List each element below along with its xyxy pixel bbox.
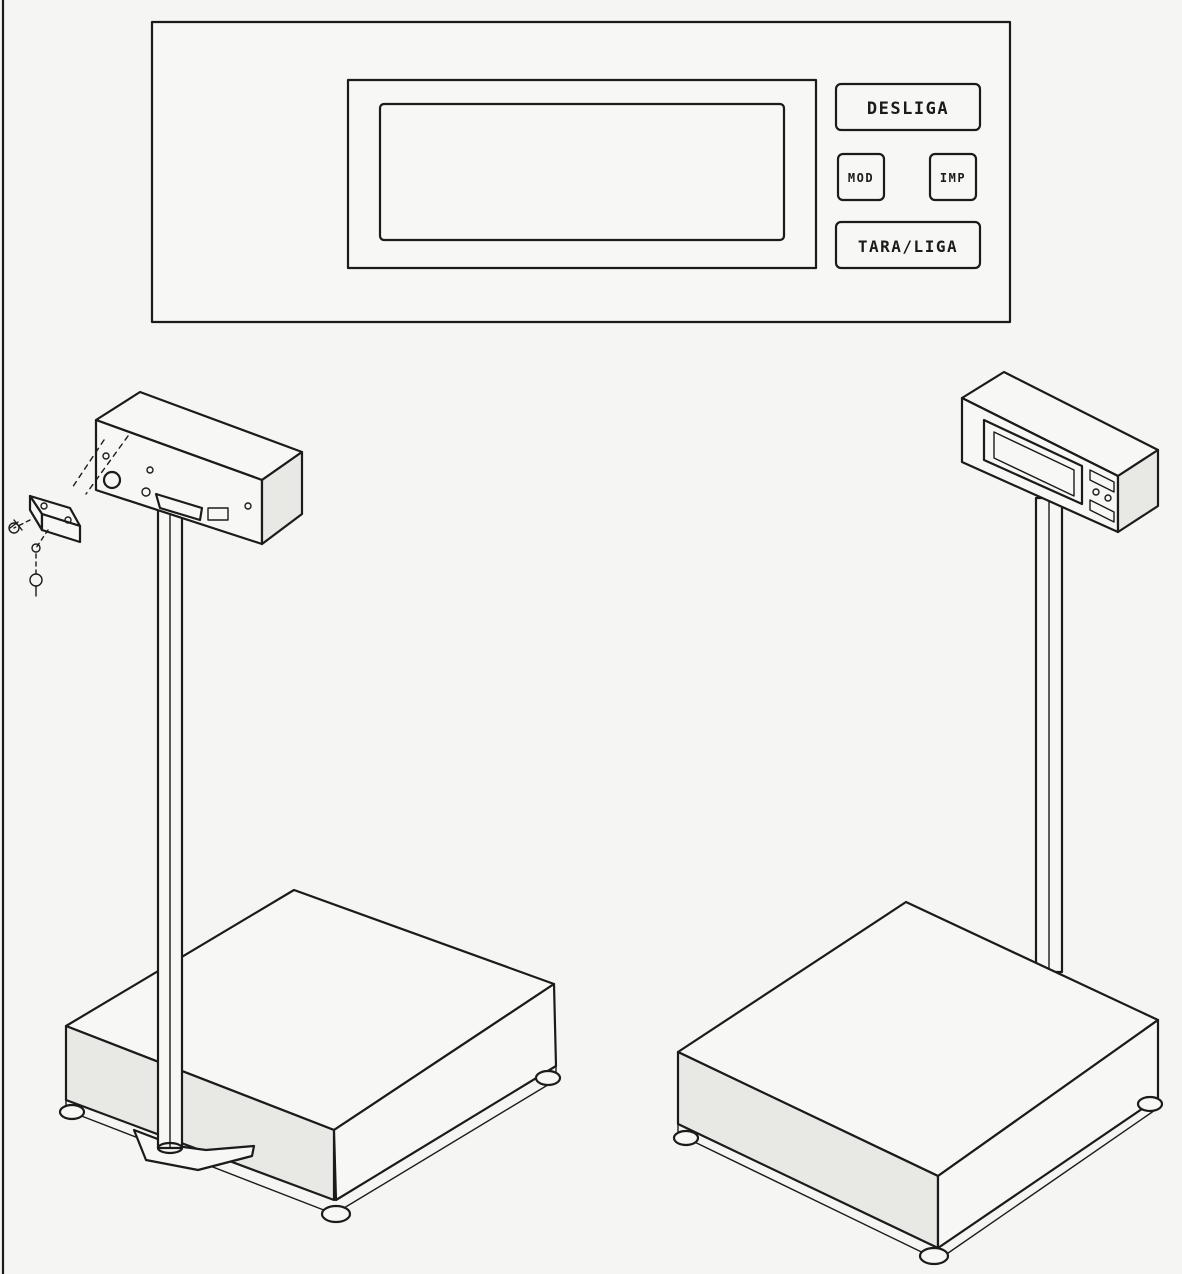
front-panel: DESLIGA MOD IMP TARA/LIGA [150, 20, 1012, 324]
right-scale [672, 370, 1164, 1266]
tara-liga-label: TARA/LIGA [858, 237, 958, 256]
left-indicator-box [71, 390, 304, 546]
desliga-button[interactable]: DESLIGA [834, 82, 982, 132]
left-platform [58, 888, 562, 1224]
right-foot-3 [1136, 1095, 1164, 1113]
right-box-side [1116, 448, 1160, 534]
left-platform-front [64, 1024, 336, 1202]
right-foot-1 [672, 1129, 700, 1147]
db-connector-icon [154, 492, 204, 522]
left-box-side [260, 450, 304, 546]
power-socket-icon [102, 470, 122, 490]
left-foot-3 [534, 1069, 562, 1087]
left-column [156, 498, 184, 1155]
right-foot-2 [918, 1246, 950, 1266]
right-platform [672, 900, 1164, 1266]
mod-button[interactable]: MOD [836, 152, 886, 202]
display-window [378, 102, 786, 242]
desliga-label: DESLIGA [867, 99, 949, 119]
mini-display-bezel [982, 418, 1084, 506]
mod-label: MOD [848, 171, 874, 185]
tara-liga-button[interactable]: TARA/LIGA [834, 220, 982, 270]
right-indicator-box [960, 370, 1160, 534]
mini-display-window [993, 431, 1075, 497]
left-foot-1 [58, 1103, 86, 1121]
left-foot-2 [320, 1204, 352, 1224]
mounting-bracket-icon [8, 494, 82, 597]
imp-button[interactable]: IMP [928, 152, 978, 202]
imp-label: IMP [940, 171, 966, 185]
small-connector-icon [207, 507, 229, 521]
left-scale [8, 390, 562, 1224]
right-column [1034, 496, 1064, 974]
display-bezel [346, 78, 818, 270]
